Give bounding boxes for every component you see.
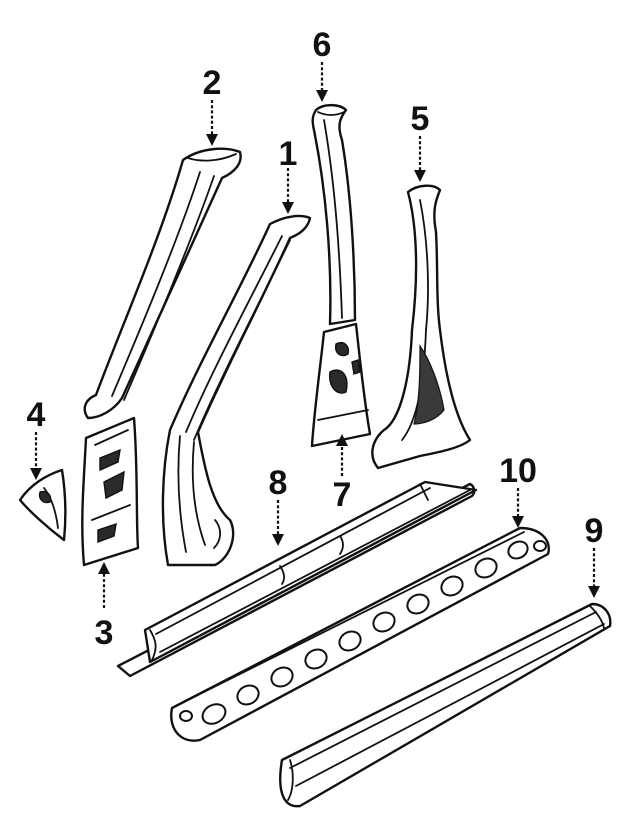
callout-2: 2 — [203, 64, 222, 102]
callout-1: 1 — [279, 135, 298, 173]
part-10-rocker-reinforcement — [170, 526, 550, 742]
part-6-rear-pillar-upper — [311, 103, 357, 326]
callout-9: 9 — [585, 512, 604, 550]
reinforcement-holes — [179, 540, 547, 725]
callout-7: 7 — [333, 476, 352, 514]
callout-3: 3 — [95, 614, 114, 652]
leader-lines — [30, 62, 600, 608]
part-4-gusset — [18, 468, 67, 542]
callout-4: 4 — [27, 396, 46, 434]
callout-labels: 1 2 3 4 5 6 7 8 9 10 — [27, 26, 604, 652]
part-5-quarter-pillar — [371, 184, 472, 470]
part-9-outer-rocker — [279, 602, 612, 808]
part-7-rear-pillar-lower — [310, 322, 372, 448]
callout-10: 10 — [499, 452, 537, 490]
callout-5: 5 — [411, 100, 430, 138]
part-8-rocker-panel — [116, 480, 478, 678]
part-2-front-pillar — [83, 147, 242, 420]
callout-8: 8 — [269, 464, 288, 502]
part-3-lower-pillar-reinforcement — [81, 416, 140, 567]
callout-6: 6 — [313, 26, 332, 64]
part-1-center-pillar — [161, 214, 312, 567]
